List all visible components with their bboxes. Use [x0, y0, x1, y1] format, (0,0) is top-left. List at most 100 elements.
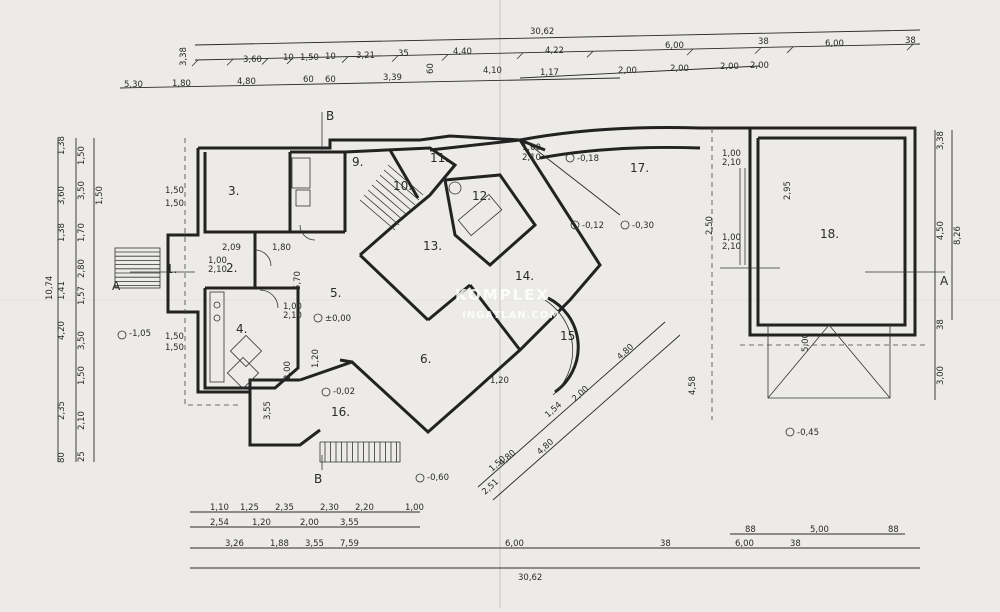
dim-label-top: 5,30	[124, 80, 143, 90]
inner-dimensions: 1,501,502,091,002,101,501,501,002,101,00…	[165, 143, 811, 420]
dim-label-bottom: 1,88	[270, 539, 289, 549]
dim-label-bottom: 88	[745, 525, 756, 535]
dim-total-top: 30,62	[530, 27, 554, 37]
dim-label-inner: 5,00	[801, 333, 811, 352]
room-labels: 1. 2. 3. 4. 5. 6. 9. 10. 11. 12. 13. 14.…	[166, 151, 839, 419]
dim-label-inner: 3,55	[263, 401, 273, 420]
section-a-right: A	[940, 274, 949, 288]
level-marker: -0,30	[632, 221, 654, 231]
level-marker: ±0,00	[325, 314, 351, 324]
dim-label-bottom: 2,30	[320, 503, 339, 513]
dim-label-left: 2,35	[57, 401, 67, 420]
dim-label-top: 60	[426, 63, 436, 74]
dim-label-left: 25	[77, 451, 87, 462]
dim-label-left: 80	[57, 452, 67, 463]
dim-label-inner: 2,10	[283, 311, 302, 321]
dim-label-left: 1,50	[95, 186, 105, 205]
section-markers: A A B B	[112, 109, 949, 486]
dim-label-left: 1,70	[77, 223, 87, 242]
dim-label-inner: 1,00	[722, 233, 741, 243]
dim-label-inner: 1,20	[490, 376, 509, 386]
dim-label-top: 3,39	[383, 73, 402, 83]
dim-label-top: 2,00	[720, 62, 739, 72]
dim-label-inner: 1,50	[165, 332, 184, 342]
room-4: 4.	[236, 322, 247, 336]
dim-label-left: 1,41	[57, 281, 67, 300]
dim-label-inner: 2,95	[783, 181, 793, 200]
dim-label-bottom: 5,00	[810, 525, 829, 535]
dim-tick	[226, 58, 234, 66]
dim-label-left: 1,57	[77, 286, 87, 305]
building-walls	[114, 112, 945, 470]
stair-tread	[359, 199, 396, 231]
dim-label-inner: 1,00	[208, 256, 227, 266]
dim-label-top: 1,17	[540, 68, 559, 78]
dim-label-bottom: 3,55	[305, 539, 324, 549]
dim-label-top: 6,00	[825, 39, 844, 49]
dim-tick	[341, 56, 349, 63]
dim-tick	[516, 52, 524, 60]
svg-text:INGATLAN.COM: INGATLAN.COM	[462, 310, 560, 321]
dim-label-top: 6,00	[665, 41, 684, 51]
dim-label-left: 2,80	[77, 259, 87, 278]
svg-text:KOMPLEX: KOMPLEX	[455, 286, 550, 304]
level-marker: -1,05	[129, 329, 151, 339]
dim-label-inner: 5,70	[293, 271, 303, 290]
dim-tick	[906, 43, 914, 51]
dim-label-right: 3,38	[936, 131, 946, 150]
dim-label-bottom: 38	[660, 539, 671, 549]
room-3: 3.	[228, 184, 239, 198]
section-b-bottom: B	[314, 472, 322, 486]
dim-label-bottom: 6,00	[735, 539, 754, 549]
dim-label-bottom: 1,25	[240, 503, 259, 513]
dim-label-left: 3,50	[77, 181, 87, 200]
dim-label-left: 2,10	[77, 411, 87, 430]
dim-label-left: 1,50	[77, 146, 87, 165]
room-18: 18.	[820, 227, 839, 241]
dim-label-top: 60	[325, 75, 336, 85]
dim-label-bottom: 3,55	[340, 518, 359, 528]
room-10: 10.	[393, 179, 412, 193]
dim-label-inner: 2,50	[705, 216, 715, 235]
stair-tread	[363, 194, 400, 226]
dim-label-right: 38	[936, 319, 946, 330]
dim-label-top: 2,00	[670, 64, 689, 74]
stair-tread	[367, 189, 404, 221]
dim-label-inner: 1,50	[165, 343, 184, 353]
dim-label-inner: 2,09	[222, 243, 241, 253]
dim-label-top: 1,50	[300, 53, 319, 63]
dim-total-bottom: 30,62	[518, 573, 542, 583]
dim-label-inner: 1,50	[165, 186, 184, 196]
dim-label-inner: 2,10	[722, 242, 741, 252]
level-marker: -0,02	[333, 387, 355, 397]
dim-label-top: 4,80	[237, 77, 256, 87]
room-17: 17.	[630, 161, 649, 175]
dim-tick	[754, 47, 762, 54]
dim-label-bottom: 2,00	[300, 518, 319, 528]
level-marker: -0,12	[582, 221, 604, 231]
dim-label-top: 3,60	[243, 55, 262, 65]
room-15: 15.	[560, 329, 579, 343]
dim-tick	[391, 55, 399, 62]
level-marker: -0,60	[427, 473, 449, 483]
room-12: 12.	[472, 189, 491, 203]
dim-label-top: 35	[398, 49, 409, 59]
dim-label-left: 4,20	[57, 321, 67, 340]
stair-tread	[375, 179, 412, 211]
room-14: 14.	[515, 269, 534, 283]
dim-label-left: 1,38	[57, 136, 67, 155]
dim-tick	[686, 48, 694, 56]
dim-label-inner: 4,58	[688, 376, 698, 395]
dim-label-top: 1,80	[172, 79, 191, 89]
room-1: 1.	[166, 262, 177, 276]
dim-label-inner: 1,00	[283, 302, 302, 312]
dim-label-right: 8,26	[953, 226, 963, 245]
dim-label-top: 10	[283, 53, 294, 63]
stair-tread	[387, 164, 424, 196]
dim-label-top: 4,40	[453, 47, 472, 57]
dim-label-inner: 1,00	[722, 149, 741, 159]
level-marker: -0,45	[797, 428, 819, 438]
